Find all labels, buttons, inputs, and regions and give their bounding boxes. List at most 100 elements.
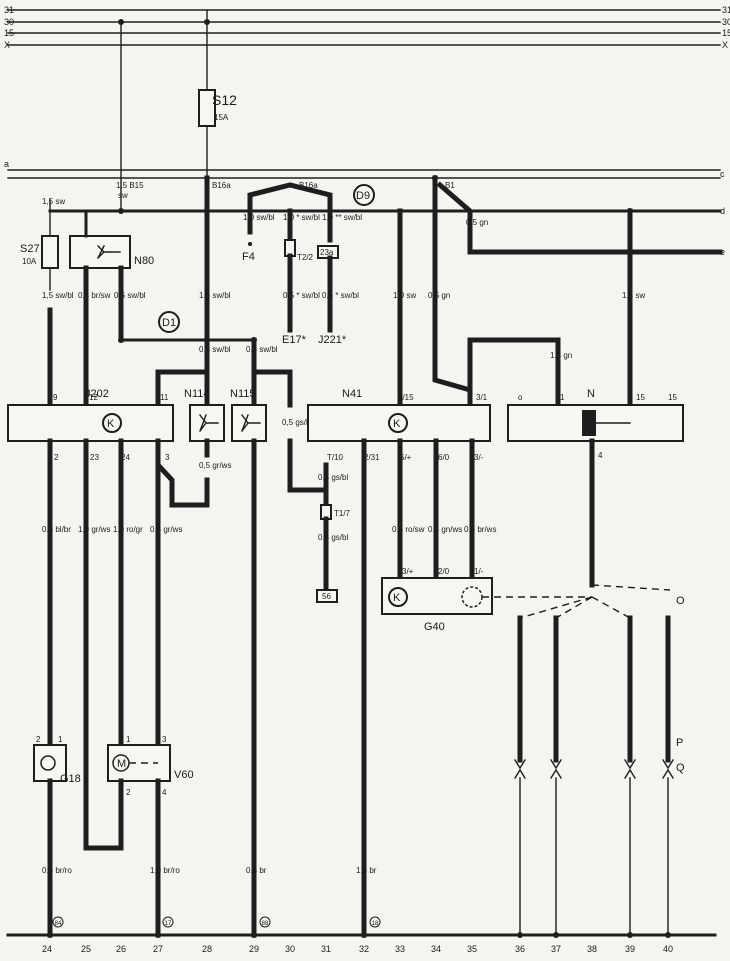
g40-k: K bbox=[393, 592, 401, 604]
wire-label-n80b: 0,5 sw/bl bbox=[114, 291, 146, 300]
n114-label: N114 bbox=[184, 388, 209, 400]
wire-label-b32: 1,5 br bbox=[356, 866, 377, 875]
wire-label-t1a: 0,5 gs/bl bbox=[318, 473, 348, 482]
rail-label-e: e bbox=[720, 247, 725, 257]
column-number-32: 32 bbox=[359, 944, 369, 954]
wire-label-b27: 1,0 br/ro bbox=[150, 866, 180, 875]
t1-label: T1/7 bbox=[334, 509, 351, 518]
pin-v1: 1 bbox=[126, 735, 131, 744]
column-number-33: 33 bbox=[395, 944, 405, 954]
valve-n80: N80 bbox=[69, 235, 154, 269]
column-number-27: 27 bbox=[153, 944, 163, 954]
sensor-g18: G18 2 1 bbox=[33, 735, 81, 785]
pin-n41a: 4/15 bbox=[398, 393, 414, 402]
wire-label-g40c: 0,5 br/ws bbox=[464, 525, 496, 534]
wire-label-t1b: 0,5 gs/bl bbox=[318, 533, 348, 542]
j202-k: K bbox=[107, 418, 115, 430]
wire-label-s12: 1,5 sw/bl bbox=[199, 291, 231, 300]
rail-label-31-right: 31 bbox=[722, 5, 730, 15]
wire-label-t2b: 1,0 ** sw/bl bbox=[322, 213, 362, 222]
pin-g18a: 2 bbox=[36, 735, 41, 744]
wire-label-top-left: 1,5 sw bbox=[42, 197, 65, 206]
pin-n41e: 5/+ bbox=[400, 453, 412, 462]
wire-label-c26: 1,0 ro/gr bbox=[113, 525, 143, 534]
motor-v60: M V60 1 2 3 4 bbox=[107, 735, 194, 797]
column-number-25: 25 bbox=[81, 944, 91, 954]
wire-label-gn2: 0,5 gn bbox=[466, 218, 488, 227]
ref-32: 18 bbox=[372, 921, 379, 927]
column-number-24: 24 bbox=[42, 944, 52, 954]
label-p: P bbox=[676, 737, 683, 749]
bus-point-2: B16a bbox=[212, 181, 231, 190]
wire-label-j221: 0,5 * sw/bl bbox=[322, 291, 359, 300]
ref-29: 88 bbox=[262, 921, 269, 927]
fuse-s27-label: S27 bbox=[20, 243, 40, 255]
rail-label-15: 15 bbox=[4, 28, 14, 38]
column-number-30: 30 bbox=[285, 944, 295, 954]
pin-g40a: 3/+ bbox=[402, 567, 414, 576]
component-n: N o 1 15 15 4 bbox=[507, 388, 684, 460]
connector-d9-label: D9 bbox=[356, 190, 370, 202]
e17-label: E17* bbox=[282, 334, 307, 346]
n-label: N bbox=[587, 388, 595, 400]
pin-g40b: 2/0 bbox=[438, 567, 450, 576]
column-number-37: 37 bbox=[551, 944, 561, 954]
pin-n41d: 2/31 bbox=[364, 453, 380, 462]
column-number-40: 40 bbox=[663, 944, 673, 954]
rail-label-30-right: 30 bbox=[722, 17, 730, 27]
rail-label-15-right: 15 bbox=[722, 28, 730, 38]
column-number-28: 28 bbox=[202, 944, 212, 954]
rail-label-31: 31 bbox=[4, 5, 14, 15]
pin-j11: 11 bbox=[160, 393, 169, 402]
wire-label-e17: 0,5 * sw/bl bbox=[283, 291, 320, 300]
column-number-26: 26 bbox=[116, 944, 126, 954]
control-unit-j202: J202 K 9 12 11 bbox=[7, 388, 174, 442]
column-number-39: 39 bbox=[625, 944, 635, 954]
pin-v2: 2 bbox=[126, 788, 131, 797]
g18-label: G18 bbox=[60, 773, 81, 785]
bus-point-3: B16a bbox=[299, 181, 318, 190]
wire-label-sw-right: 1,5 sw bbox=[622, 291, 645, 300]
mid-rails: a c d e bbox=[4, 159, 725, 257]
wire-label-n114b: 0,5 sw/bl bbox=[246, 345, 278, 354]
valve-n114: N114 bbox=[184, 388, 225, 442]
sensor-g40: K G40 3/+ 2/0 1/- bbox=[381, 567, 493, 633]
wire-label-g40b: 0,5 gn/ws bbox=[428, 525, 462, 534]
bus-point-1-sub: sw bbox=[118, 191, 128, 200]
wire-label-t2a: 1,0 * sw/bl bbox=[283, 213, 320, 222]
g40-label: G40 bbox=[424, 621, 445, 633]
column-number-29: 29 bbox=[249, 944, 259, 954]
pin-v3: 3 bbox=[162, 735, 167, 744]
pin-v4: 4 bbox=[162, 788, 167, 797]
ground-label: 56 bbox=[322, 592, 331, 601]
wire-label-gn1: 0,5 gn bbox=[428, 291, 450, 300]
wire-label-c24: 0,5 bl/br bbox=[42, 525, 71, 534]
bus-point-4: B1 bbox=[445, 181, 455, 190]
t2-23a-label: 23a bbox=[320, 248, 334, 257]
wire-label-n41-in: 1,0 sw bbox=[393, 291, 416, 300]
pin-j12: 12 bbox=[89, 393, 98, 402]
pin-j24: 24 bbox=[121, 453, 130, 462]
fuse-s27: S27 10A bbox=[20, 235, 59, 269]
pin-n41b: 3/1 bbox=[476, 393, 488, 402]
pin-n41c: T/10 bbox=[327, 453, 344, 462]
pin-j23: 23 bbox=[90, 453, 99, 462]
fuse-s12: S12 15A bbox=[198, 89, 237, 127]
column-number-34: 34 bbox=[431, 944, 441, 954]
pin-n-4: 4 bbox=[598, 451, 603, 460]
wire-label-f4: 1,0 sw/bl bbox=[243, 213, 275, 222]
valve-n115: N115 bbox=[230, 388, 267, 442]
pin-g18b: 1 bbox=[58, 735, 63, 744]
n115-label: N115 bbox=[230, 388, 255, 400]
wire-label-c27: 0,5 gr/ws bbox=[150, 525, 182, 534]
control-unit-n41: N41 K 4/15 3/1 T/10 2/31 5/+ 6/0 3/- bbox=[307, 388, 491, 462]
wire-label-n114a: 0,5 sw/bl bbox=[199, 345, 231, 354]
wire-label-45-1: 1,5 sw/bl bbox=[42, 291, 74, 300]
rail-label-c: c bbox=[720, 169, 725, 179]
pin-j3: 3 bbox=[165, 453, 170, 462]
ref-24: 84 bbox=[55, 921, 62, 927]
wire-label-c25: 1,0 gr/ws bbox=[78, 525, 110, 534]
fuse-s12-label: S12 bbox=[212, 92, 237, 108]
